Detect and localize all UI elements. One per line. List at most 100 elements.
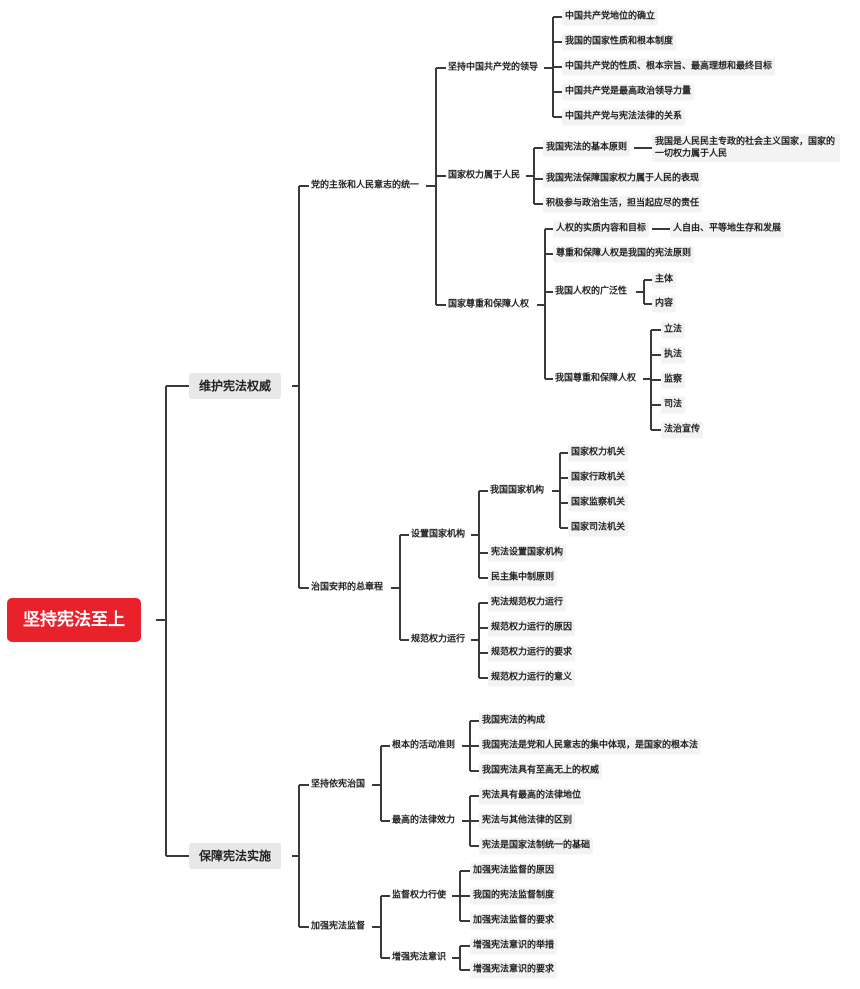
node-state-organs[interactable]: 我国国家机构 [488, 482, 547, 500]
leaf-item[interactable]: 尊重和保障人权是我国的宪法原则 [553, 245, 695, 263]
leaf-item[interactable]: 加强宪法监督的要求 [470, 912, 558, 930]
node-protect-rights[interactable]: 我国尊重和保障人权 [553, 370, 639, 388]
connector-line [479, 652, 488, 654]
leaf-item[interactable]: 国家司法机关 [568, 519, 629, 537]
node-party-leadership[interactable]: 坚持中国共产党的领导 [446, 59, 541, 77]
leaf-item[interactable]: 我国宪法保障国家权力属于人民的表现 [543, 170, 703, 188]
connector-line [470, 845, 479, 847]
leaf-item[interactable]: 宪法与其他法律的区别 [479, 812, 576, 830]
connector-line [292, 385, 299, 387]
node-supervise-power[interactable]: 监督权力行使 [390, 887, 449, 905]
connector-line [462, 745, 470, 747]
root-node[interactable]: 坚持宪法至上 [7, 598, 141, 642]
leaf-item[interactable]: 中国共产党的性质、根本宗旨、最高理想和最终目标 [562, 58, 776, 76]
connector-line [544, 67, 553, 69]
leaf-item[interactable]: 加强宪法监督的原因 [470, 862, 558, 880]
leaf-item[interactable]: 监察 [661, 371, 686, 389]
connector-line [479, 627, 488, 629]
leaf-item[interactable]: 增强宪法意识的要求 [470, 961, 558, 979]
leaf-item[interactable]: 我国宪法的构成 [479, 712, 549, 730]
leaf-item[interactable]: 国家权力机关 [568, 444, 629, 462]
leaf-item[interactable]: 积极参与政治生活，担当起应尽的责任 [543, 195, 703, 213]
connector-line [553, 41, 562, 43]
leaf-item[interactable]: 规范权力运行的意义 [488, 669, 576, 687]
connector-line [553, 16, 562, 18]
node-basic-criterion[interactable]: 根本的活动准则 [390, 737, 458, 755]
connector-line [460, 920, 470, 922]
leaf-item[interactable]: 我国宪法是党和人民意志的集中体现，是国家的根本法 [479, 737, 702, 755]
node-regulate-power[interactable]: 规范权力运行 [409, 631, 468, 649]
node-setup-state-organs[interactable]: 设置国家机构 [409, 526, 468, 544]
connector-line [526, 175, 534, 177]
leaf-item[interactable]: 宪法设置国家机构 [488, 544, 567, 562]
leaf-item[interactable]: 民主集中制原则 [488, 569, 558, 587]
connector-line [651, 379, 661, 381]
leaf-item[interactable]: 内容 [652, 295, 677, 313]
connector-line [651, 404, 661, 406]
connector-line [553, 66, 562, 68]
connector-line [381, 957, 390, 959]
leaf-item[interactable]: 中国共产党与宪法法律的关系 [562, 108, 686, 126]
leaf-item[interactable]: 宪法规范权力运行 [488, 594, 567, 612]
leaf-item[interactable]: 规范权力运行的原因 [488, 619, 576, 637]
connector-line [544, 229, 546, 379]
branch-ensure-constitution-implementation[interactable]: 保障宪法实施 [189, 843, 282, 869]
node-power-belongs-people[interactable]: 国家权力属于人民 [446, 167, 523, 185]
connector-line [634, 147, 652, 149]
connector-line [299, 587, 309, 589]
connector-line [471, 534, 479, 536]
connector-line [479, 490, 488, 492]
connector-line [380, 896, 382, 958]
leaf-rights-essence[interactable]: 人权的实质内容和目标 [553, 220, 650, 238]
connector-line [643, 280, 645, 304]
leaf-principle-detail[interactable]: 我国是人民民主专政的社会主义国家，国家的一切权力属于人民 [652, 134, 840, 162]
leaf-item[interactable]: 司法 [661, 396, 686, 414]
leaf-item[interactable]: 我国的国家性质和根本制度 [562, 33, 677, 51]
connector-line [452, 957, 460, 959]
connector-line [470, 745, 479, 747]
connector-line [534, 203, 543, 205]
leaf-item[interactable]: 规范权力运行的要求 [488, 644, 576, 662]
leaf-item[interactable]: 我国宪法具有至高无上的权威 [479, 762, 603, 780]
leaf-item[interactable]: 增强宪法意识的举措 [470, 937, 558, 955]
node-general-charter[interactable]: 治国安邦的总章程 [309, 579, 386, 597]
leaf-item[interactable]: 立法 [661, 321, 686, 339]
node-party-people-unity[interactable]: 党的主张和人民意志的统一 [309, 177, 422, 195]
connector-line [298, 186, 300, 588]
node-human-rights[interactable]: 国家尊重和保障人权 [446, 296, 532, 314]
connector-line [651, 354, 661, 356]
connector-line [559, 453, 561, 528]
leaf-item[interactable]: 宪法是国家法制统一的基础 [479, 837, 594, 855]
connector-line [391, 587, 400, 589]
leaf-item[interactable]: 执法 [661, 346, 686, 364]
connector-line [381, 745, 390, 747]
connector-line [400, 639, 409, 641]
connector-line [462, 820, 470, 822]
node-rights-universality[interactable]: 我国人权的广泛性 [553, 283, 630, 301]
leaf-essence-detail[interactable]: 人自由、平等地生存和发展 [670, 220, 785, 238]
node-strengthen-supervision[interactable]: 加强宪法监督 [309, 918, 368, 936]
connector-line [166, 854, 189, 858]
connector-line [479, 552, 488, 554]
connector-line [470, 720, 479, 722]
leaf-item[interactable]: 我国的宪法监督制度 [470, 887, 558, 905]
connector-line [460, 969, 470, 971]
leaf-item[interactable]: 法治宣传 [661, 421, 704, 439]
leaf-item[interactable]: 国家行政机关 [568, 469, 629, 487]
leaf-basic-principle[interactable]: 我国宪法的基本原则 [543, 139, 631, 157]
connector-line [479, 577, 488, 579]
leaf-item[interactable]: 中国共产党是最高政治领导力量 [562, 83, 695, 101]
node-enhance-awareness[interactable]: 增强宪法意识 [390, 949, 449, 967]
connector-line [478, 491, 480, 578]
leaf-item[interactable]: 宪法具有最高的法律地位 [479, 787, 585, 805]
node-rule-by-constitution[interactable]: 坚持依宪治国 [309, 776, 368, 794]
leaf-item[interactable]: 国家监察机关 [568, 494, 629, 512]
connector-line [534, 147, 543, 149]
connector-line [166, 384, 189, 388]
leaf-item[interactable]: 主体 [652, 271, 677, 289]
node-supreme-legal-effect[interactable]: 最高的法律效力 [390, 812, 458, 830]
branch-maintain-constitution-authority[interactable]: 维护宪法权威 [189, 373, 282, 399]
connector-line [380, 746, 382, 821]
leaf-item[interactable]: 中国共产党地位的确立 [562, 8, 659, 26]
